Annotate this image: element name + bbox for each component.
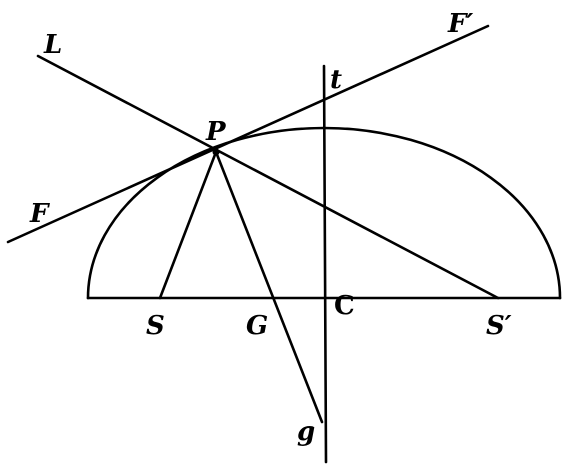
line-l-to-s-prime bbox=[36, 54, 500, 300]
label-g-lower: g bbox=[297, 417, 315, 447]
normal-line-p-g bbox=[214, 150, 324, 424]
label-t: t bbox=[330, 65, 342, 95]
label-f: F bbox=[29, 199, 50, 229]
label-l: L bbox=[43, 30, 62, 60]
minor-axis-line bbox=[322, 64, 328, 464]
label-f-prime: F′ bbox=[447, 9, 473, 39]
label-g: G bbox=[246, 311, 268, 341]
label-s: S bbox=[146, 311, 165, 341]
tangent-line-f-f-prime bbox=[6, 24, 490, 244]
label-p: P bbox=[205, 117, 227, 147]
point-p-dot bbox=[212, 148, 220, 156]
focal-radius-ps bbox=[158, 150, 218, 300]
label-c: C bbox=[334, 291, 355, 321]
label-s-prime: S′ bbox=[486, 311, 512, 341]
